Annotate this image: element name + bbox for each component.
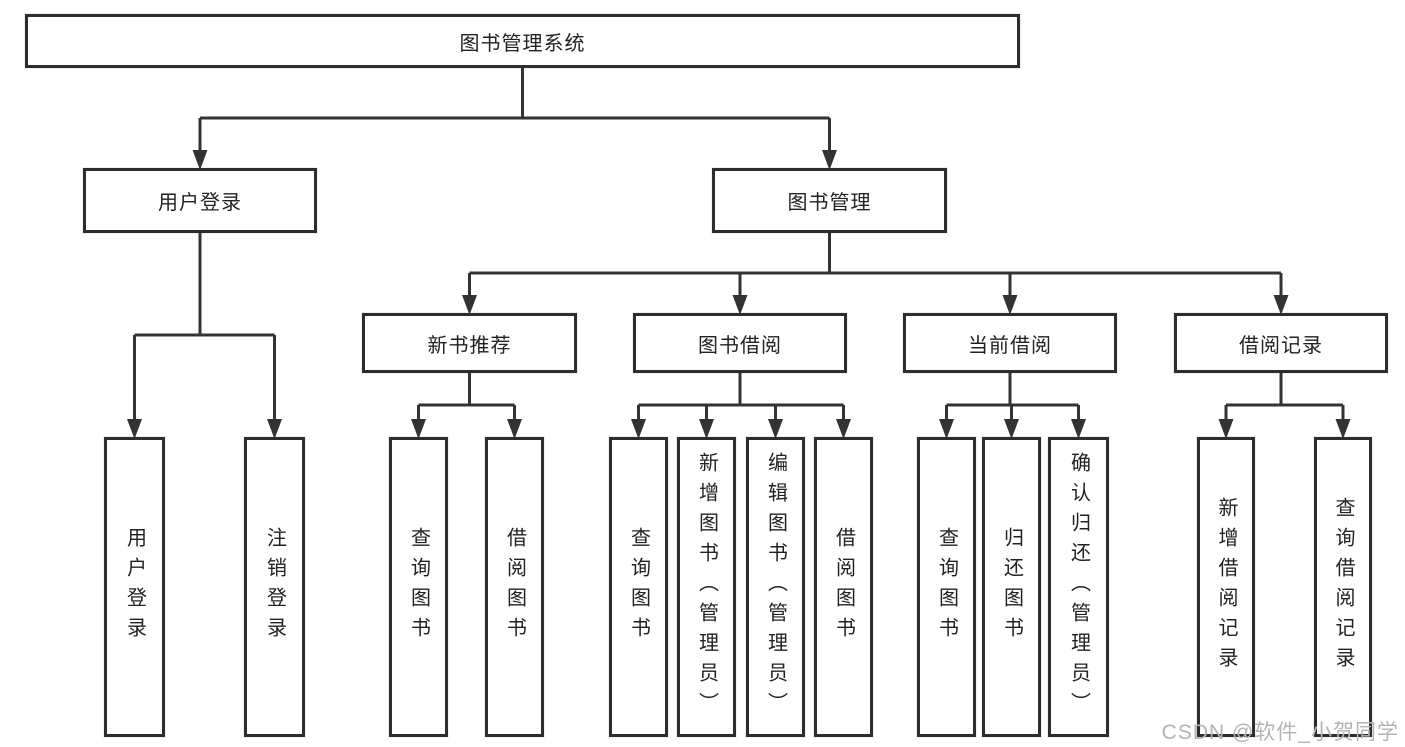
node-label: 新增图书（管理员）: [695, 452, 718, 722]
node-label: 当前借阅: [968, 334, 1052, 357]
node-label: 注销登录: [263, 527, 286, 647]
node-book-borrowing: 图书借阅: [633, 313, 847, 373]
leaf-query-books: 查询图书: [609, 437, 668, 737]
node-label: 查询图书: [935, 527, 958, 647]
node-borrowing-records: 借阅记录: [1174, 313, 1388, 373]
leaf-query-books: 查询图书: [917, 437, 976, 737]
node-label: 查询借阅记录: [1332, 497, 1354, 677]
node-label: 借阅记录: [1239, 334, 1323, 357]
node-new-book-recommendation: 新书推荐: [362, 313, 577, 373]
node-label: 图书管理: [787, 192, 872, 214]
leaf-edit-books-admin: 编辑图书（管理员）: [746, 437, 805, 737]
csdn-watermark: CSDN @软件_小贺同学: [1161, 721, 1399, 744]
node-label: 借阅图书: [503, 527, 526, 647]
node-library-management-system: 图书管理系统: [25, 14, 1020, 68]
node-label: 图书管理系统: [459, 32, 586, 55]
node-label: 新书推荐: [427, 334, 512, 357]
leaf-query-books: 查询图书: [389, 437, 448, 737]
node-label: 编辑图书（管理员）: [764, 452, 787, 722]
leaf-borrow-books: 借阅图书: [485, 437, 544, 737]
node-label: 用户登录: [158, 192, 242, 214]
node-label: 查询图书: [627, 527, 650, 647]
leaf-add-borrow-record: 新增借阅记录: [1197, 437, 1255, 737]
node-label: 用户登录: [123, 527, 146, 647]
node-label: 查询图书: [407, 527, 430, 647]
node-label: 确认归还（管理员）: [1067, 452, 1090, 722]
node-user-login: 用户登录: [83, 168, 317, 233]
leaf-borrow-books: 借阅图书: [814, 437, 873, 737]
node-label: 归还图书: [1000, 527, 1023, 647]
node-current-borrowing: 当前借阅: [903, 313, 1117, 373]
node-label: 新增借阅记录: [1215, 497, 1237, 677]
node-book-management: 图书管理: [712, 168, 947, 233]
leaf-return-books: 归还图书: [982, 437, 1041, 737]
leaf-query-borrow-record: 查询借阅记录: [1314, 437, 1372, 737]
node-label: 借阅图书: [832, 527, 855, 647]
node-label: 图书借阅: [698, 334, 782, 357]
leaf-add-books-admin: 新增图书（管理员）: [677, 437, 736, 737]
leaf-confirm-return-admin: 确认归还（管理员）: [1048, 437, 1109, 737]
leaf-user-login: 用户登录: [104, 437, 165, 737]
leaf-logout-login: 注销登录: [244, 437, 305, 737]
